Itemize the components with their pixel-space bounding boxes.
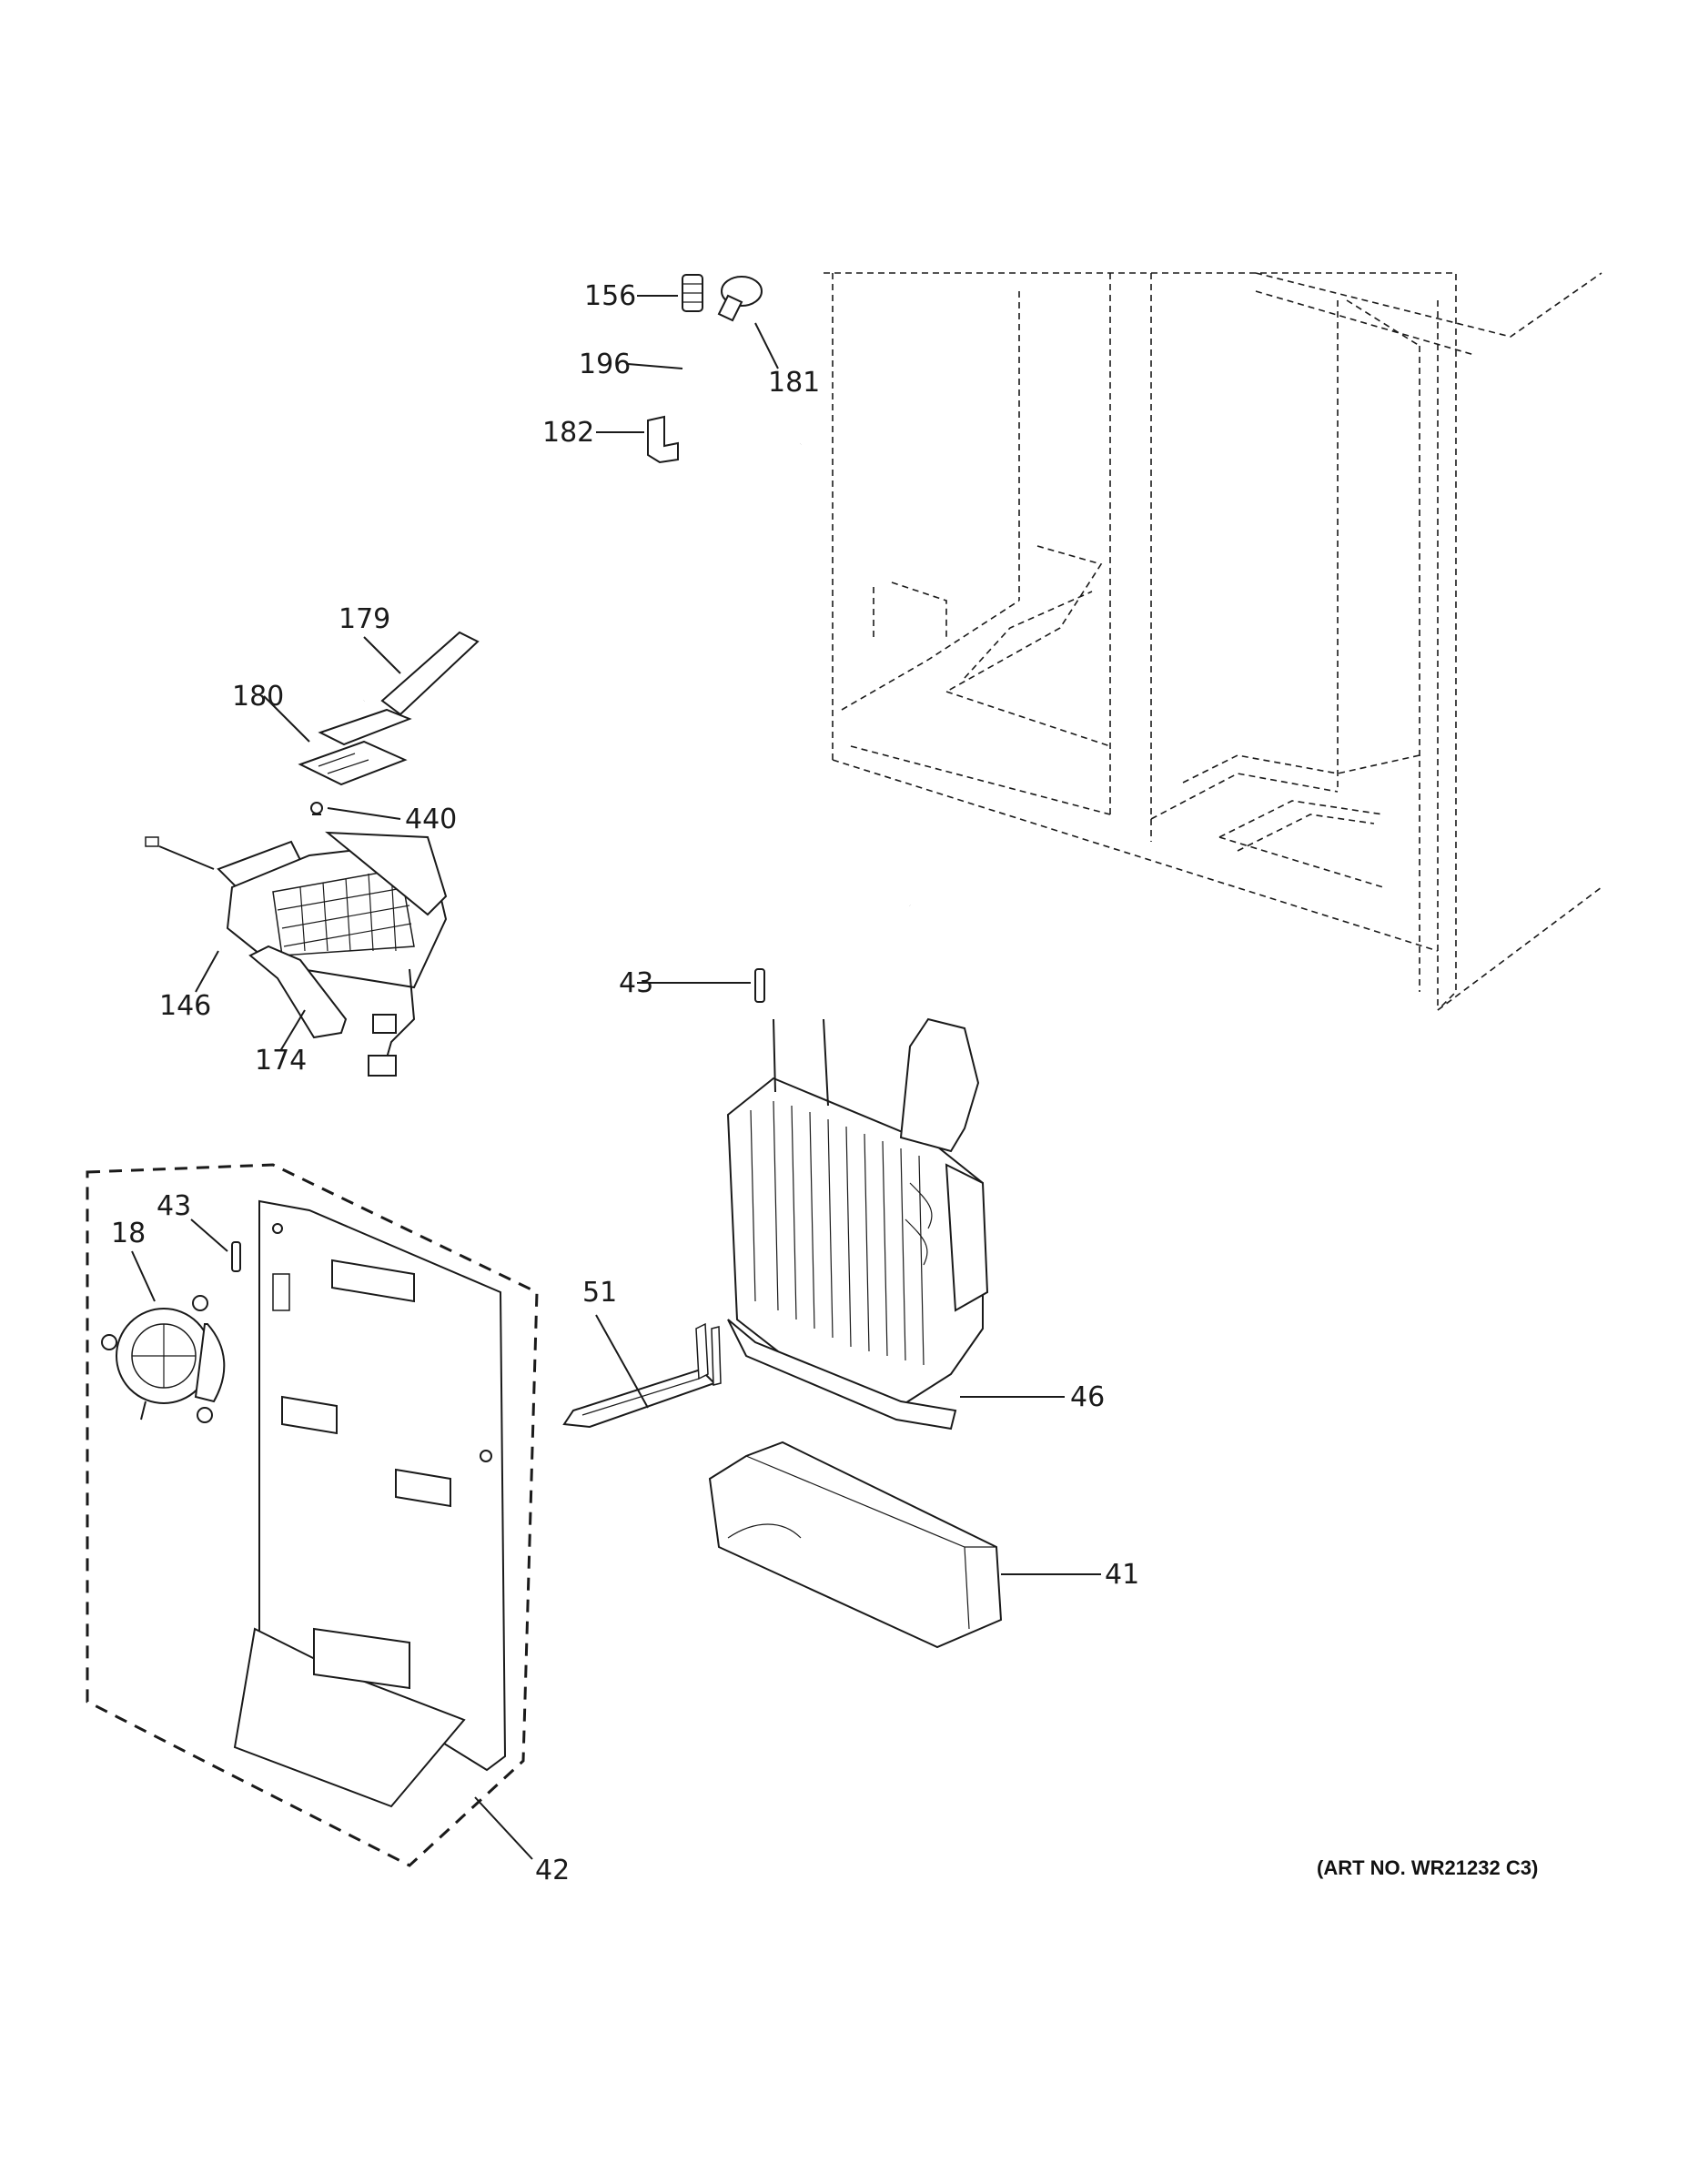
callout-labels: 156 196 181 182 179 180 440 146 174 43 4… [111, 280, 1139, 1886]
callout-46: 46 [1070, 1381, 1105, 1413]
fill-tube-heater-179 [363, 442, 802, 716]
fill-tube-196 [685, 318, 911, 907]
callout-182: 182 [542, 417, 594, 449]
fan-motor-18 [101, 1295, 226, 1423]
callout-18: 18 [111, 1218, 146, 1249]
callout-440: 440 [405, 804, 457, 835]
callout-156: 156 [584, 280, 636, 312]
fan-duct-assembly-box-42 [86, 1163, 539, 1867]
screw-440 [310, 802, 323, 815]
bracket-180 [298, 708, 412, 786]
callout-42: 42 [535, 1855, 570, 1886]
ice-maker-146 [145, 831, 448, 1077]
thermistor-43-upper [754, 968, 765, 1003]
refrigerator-cabinet-outline [824, 272, 1602, 1011]
callout-180: 180 [232, 681, 284, 713]
callout-181: 181 [768, 367, 820, 399]
evaporator-46 [726, 1017, 989, 1431]
callout-51: 51 [582, 1277, 617, 1309]
leader-lines [131, 295, 1101, 1860]
art-number: (ART NO. WR21232 C3) [1317, 1856, 1538, 1879]
callout-196: 196 [579, 349, 631, 380]
thermistor-43-lower [231, 1241, 241, 1272]
callout-174: 174 [255, 1045, 307, 1077]
callout-41: 41 [1105, 1559, 1139, 1591]
water-fitting-156 [682, 274, 703, 312]
callout-43-lower: 43 [157, 1190, 191, 1222]
callout-179: 179 [339, 603, 390, 635]
evaporator-cover-41 [708, 1441, 1003, 1649]
elbow-fitting-181 [717, 276, 763, 322]
ice-arm-174 [248, 945, 348, 1039]
clip-182 [647, 415, 679, 464]
callout-146: 146 [159, 990, 211, 1022]
defrost-heater-51 [562, 1322, 722, 1429]
callout-43-upper: 43 [619, 967, 653, 999]
